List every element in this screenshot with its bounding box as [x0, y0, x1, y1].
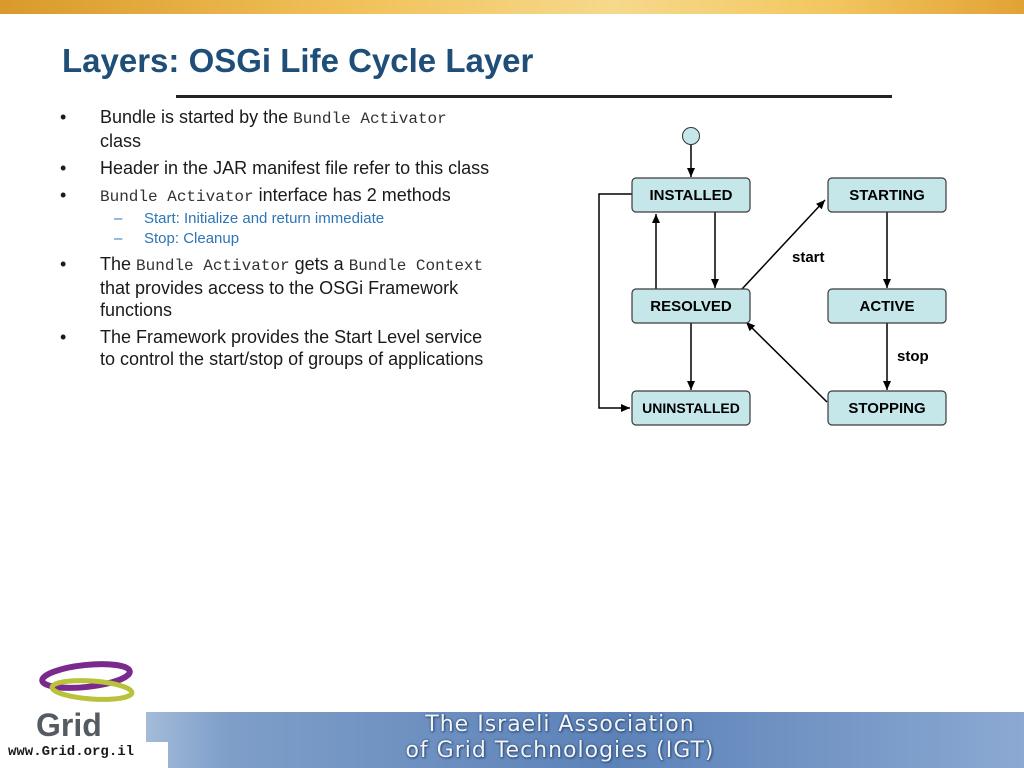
association-line-2: of Grid Technologies (IGT)	[405, 738, 715, 763]
state-stopping: STOPPING	[827, 390, 947, 426]
state-uninstalled: UNINSTALLED	[631, 390, 751, 426]
bullet-marker: •	[60, 107, 67, 127]
lifecycle-diagram: INSTALLED STARTING RESOLVED ACTIVE UNINS…	[598, 127, 947, 426]
bullet-text: that provides access to the OSGi Framewo…	[100, 278, 459, 320]
bullet-marker: •	[60, 185, 67, 205]
top-decorative-band	[0, 0, 1024, 14]
state-active-label: ACTIVE	[859, 298, 914, 315]
bullet-text: gets a	[289, 254, 349, 274]
sub-bullet-item: – Stop: Cleanup	[60, 229, 490, 249]
slide-title: Layers: OSGi Life Cycle Layer	[62, 42, 534, 79]
code-term: Bundle Context	[348, 257, 484, 275]
state-stopping-label: STOPPING	[848, 400, 925, 417]
state-starting-label: STARTING	[849, 187, 925, 204]
edge-label-start: start	[792, 249, 825, 266]
state-starting: STARTING	[827, 177, 947, 213]
bullet-marker: •	[60, 327, 67, 347]
bullet-text: The	[100, 254, 137, 274]
bullet-text: Bundle is started by the	[100, 107, 294, 127]
bullet-item: • The Framework provides the Start Level…	[60, 326, 490, 370]
initial-state-node	[682, 127, 700, 145]
bullet-list: • Bundle is started by the Bundle Activa…	[60, 106, 490, 375]
edge-stopping-to-resolved	[745, 321, 828, 403]
state-installed: INSTALLED	[631, 177, 751, 213]
edges	[598, 145, 891, 412]
footer-banner	[0, 712, 1024, 768]
state-installed-label: INSTALLED	[649, 187, 732, 204]
site-url: www.Grid.org.il	[8, 744, 135, 760]
association-name: The Israeli Association of Grid Technolo…	[280, 712, 840, 764]
bullet-item: • The Bundle Activator gets a Bundle Con…	[60, 253, 490, 321]
bullet-text: The Framework provides the Start Level s…	[100, 327, 484, 369]
code-term: Bundle Activator	[293, 110, 447, 128]
bullet-marker: •	[60, 254, 67, 274]
sub-bullet-text: Start: Initialize and return immediate	[144, 210, 385, 227]
url-backdrop	[0, 742, 168, 768]
bullet-text: interface has 2 methods	[253, 185, 451, 205]
bullet-marker: •	[60, 158, 67, 178]
association-line-1: The Israeli Association	[425, 712, 695, 737]
sub-bullet-text: Stop: Cleanup	[144, 230, 240, 247]
state-resolved-label: RESOLVED	[650, 298, 732, 315]
code-term: Bundle Activator	[136, 257, 290, 275]
bullet-text: class	[100, 131, 142, 151]
state-resolved: RESOLVED	[631, 288, 751, 324]
bullet-text: Header in the JAR manifest file refer to…	[100, 158, 490, 178]
title-underline	[176, 95, 892, 98]
bullet-item: • Bundle is started by the Bundle Activa…	[60, 106, 490, 152]
edge-label-stop: stop	[897, 348, 929, 365]
edge-installed-to-uninstalled	[598, 193, 632, 412]
grid-logo-text: Grid	[36, 707, 102, 743]
bullet-item: • Bundle Activator interface has 2 metho…	[60, 184, 490, 208]
sub-bullet-marker: –	[114, 230, 123, 247]
sub-bullet-marker: –	[114, 210, 123, 227]
sub-bullet-item: – Start: Initialize and return immediate	[60, 209, 490, 229]
logo-backdrop	[0, 712, 146, 742]
grid-logo-orbit-icon	[39, 661, 135, 702]
state-active: ACTIVE	[827, 288, 947, 324]
edge-resolved-to-starting	[741, 199, 826, 290]
state-uninstalled-label: UNINSTALLED	[642, 400, 740, 416]
code-term: Bundle Activator	[100, 188, 254, 206]
bullet-item: • Header in the JAR manifest file refer …	[60, 157, 490, 179]
